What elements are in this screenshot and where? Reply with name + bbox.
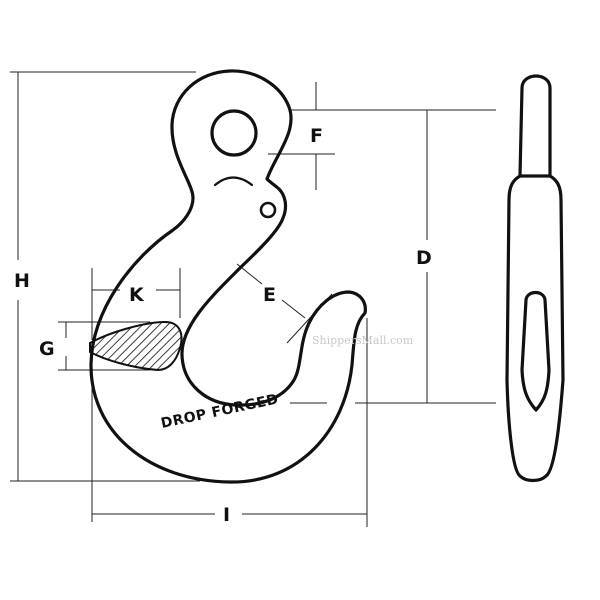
hook-side-view (505, 74, 565, 483)
hook-eye (210, 109, 258, 157)
hook-front-view (89, 69, 367, 484)
dimension-lines (10, 71, 496, 527)
label-e: E (263, 284, 276, 306)
label-g: G (39, 338, 55, 360)
labels: H F D K E G I DROP FORGED ShippersMall.c… (14, 125, 432, 526)
hook-outline (89, 69, 367, 484)
label-k: K (129, 284, 145, 306)
shoulder-arc (213, 176, 254, 187)
drop-forged-stamp: DROP FORGED (160, 391, 281, 432)
side-profile-inner (518, 174, 552, 412)
latch-pin (259, 201, 277, 219)
e-leader-lower (281, 299, 306, 319)
label-f: F (310, 125, 323, 147)
side-profile-outline (505, 74, 565, 483)
label-h: H (14, 270, 30, 292)
label-i: I (223, 504, 230, 526)
label-d: D (416, 247, 432, 269)
watermark: ShippersMall.com (312, 334, 414, 347)
cross-section-hatch (89, 320, 183, 372)
